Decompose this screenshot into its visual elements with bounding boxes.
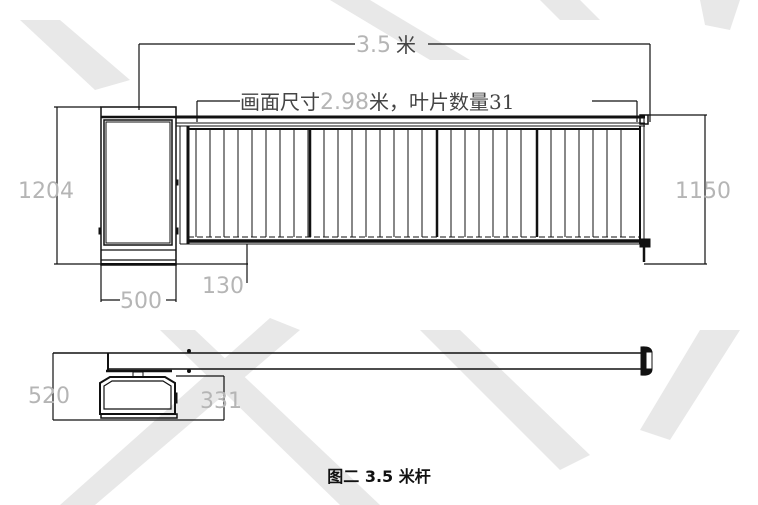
panel-size-suffix: 米，叶片数量31 bbox=[369, 90, 514, 114]
watermark bbox=[20, 0, 740, 505]
dimension-total-length bbox=[138, 43, 651, 122]
overall-depth-label: 520 bbox=[28, 384, 70, 409]
top-view bbox=[52, 346, 653, 421]
panel-size-value: 2.98 bbox=[320, 90, 369, 115]
panel-size-prefix: 画面尺寸 bbox=[240, 90, 320, 114]
panel-size-label: 画面尺寸2.98米，叶片数量31 bbox=[240, 90, 514, 115]
cabinet-depth-label: 331 bbox=[200, 389, 242, 414]
gate-arm-panel bbox=[176, 114, 651, 262]
total-length-number: 3.5 bbox=[356, 33, 391, 58]
panel-height-label: 1150 bbox=[675, 179, 731, 204]
arm-offset-label: 130 bbox=[202, 274, 244, 299]
figure-caption: 图二 3.5 米杆 bbox=[327, 467, 431, 486]
dimension-cabinet-width bbox=[100, 264, 177, 302]
dimension-panel-height bbox=[644, 114, 707, 265]
cabinet-height-label: 1204 bbox=[18, 179, 74, 204]
front-view bbox=[54, 43, 707, 302]
cabinet-width-label: 500 bbox=[120, 289, 162, 314]
total-length-unit: 米 bbox=[396, 33, 416, 57]
louver-slats bbox=[195, 129, 622, 237]
dimension-cabinet-height bbox=[54, 106, 248, 265]
gate-cabinet bbox=[98, 106, 179, 266]
